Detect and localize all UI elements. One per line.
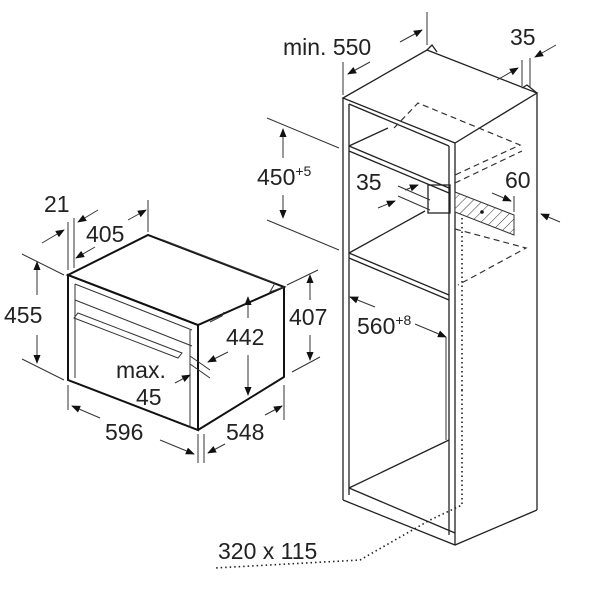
- cabinet-niche-width-label: 560+8: [357, 312, 412, 339]
- cabinet-niche-height-label: 450+5: [257, 163, 312, 190]
- cabinet-vent-depth-label: 60: [505, 167, 531, 193]
- oven-dimension-lines: [21, 200, 321, 463]
- oven-side-height-label: 407: [289, 304, 327, 330]
- oven-body-height-label: 442: [226, 324, 264, 350]
- cabinet-min-depth-label: min. 550: [283, 34, 371, 60]
- cabinet-shelf-depth-label: 35: [356, 169, 382, 195]
- cabinet-drawing: [214, 43, 539, 569]
- vent-opening-label: 320 x 115: [218, 538, 317, 564]
- oven-depth-front-label: 21: [44, 191, 70, 217]
- oven-width-label: 596: [105, 419, 143, 445]
- cabinet-dimension-lines: [266, 12, 561, 440]
- oven-depth-label: 548: [226, 419, 264, 445]
- oven-top-depth-label: 405: [86, 221, 124, 247]
- oven-height-label: 455: [4, 302, 42, 328]
- oven-handle-depth-label: 45: [136, 384, 162, 410]
- oven-max-label: max.: [116, 357, 166, 383]
- cabinet-back-gap-label: 35: [510, 24, 536, 50]
- oven-drawing: [65, 233, 287, 432]
- vent-hatch: [454, 191, 515, 236]
